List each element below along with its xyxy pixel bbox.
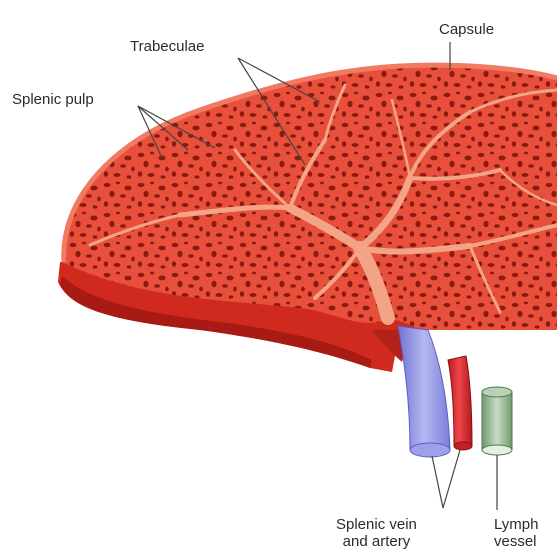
splenic-vein [398, 326, 450, 450]
lymph-vessel [482, 392, 512, 450]
lymph-vessel-label: Lymph vessel [494, 516, 538, 551]
lymph-vessel-top [482, 387, 512, 397]
vein-artery-leader-2 [443, 450, 460, 508]
splenic-vein-artery-label-line1: Splenic vein [336, 516, 417, 533]
splenic-pulp-label: Splenic pulp [12, 91, 94, 108]
splenic-artery-opening [454, 442, 472, 450]
splenic-artery [448, 356, 472, 446]
trabeculae-label: Trabeculae [130, 38, 205, 55]
lymph-vessel-label-line2: vessel [494, 533, 538, 550]
lymph-vessel-opening [482, 445, 512, 455]
splenic-vein-opening [410, 443, 450, 457]
splenic-vein-artery-label: Splenic vein and artery [336, 516, 417, 551]
splenic-vein-artery-label-line2: and artery [336, 533, 417, 550]
vein-artery-leader-1 [432, 456, 443, 508]
lymph-vessel-label-line1: Lymph [494, 516, 538, 533]
capsule-label: Capsule [439, 21, 494, 38]
